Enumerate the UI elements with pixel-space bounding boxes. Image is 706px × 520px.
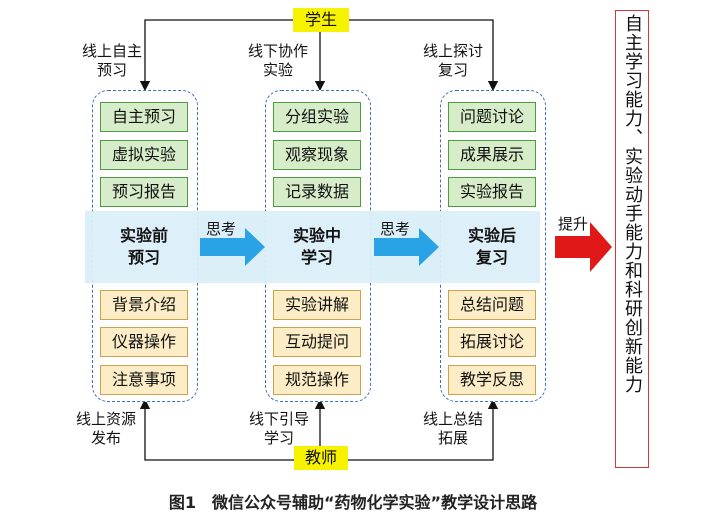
activity-box: 互动提问 <box>273 327 361 357</box>
activity-box: 分组实验 <box>273 102 361 132</box>
teacher-connector-left <box>139 398 294 461</box>
activity-box: 仪器操作 <box>100 327 188 357</box>
think-label-1: 思考 <box>206 220 237 238</box>
activity-box: 教学反思 <box>448 365 536 395</box>
figure-caption: 图1 微信公众号辅助“药物化学实验”教学设计思路 <box>168 493 538 512</box>
top-label-1: 线上自主预习 <box>81 42 142 79</box>
activity-box: 拓展讨论 <box>448 327 536 357</box>
student-connector <box>139 19 293 92</box>
improve-label: 提升 <box>558 215 589 233</box>
activity-box: 预习报告 <box>100 177 188 207</box>
activity-box: 自主预习 <box>100 102 188 132</box>
activity-box: 记录数据 <box>273 177 361 207</box>
activity-box: 总结问题 <box>448 290 536 320</box>
bottom-label-3: 线上总结拓展 <box>422 410 483 447</box>
stage-band-overlay <box>85 211 540 283</box>
activity-box: 实验报告 <box>448 177 536 207</box>
student-connector-right <box>349 19 499 92</box>
result-text: 自主学习能力、实验动手能力和科研创新能力 <box>622 14 643 394</box>
bottom-label-2: 线下引导学习 <box>248 410 309 447</box>
top-label-3: 线上探讨复习 <box>422 42 483 79</box>
think-arrow-1 <box>200 228 265 266</box>
think-label-2: 思考 <box>380 220 411 238</box>
activity-box: 实验讲解 <box>273 290 361 320</box>
think-arrow-2 <box>374 228 439 266</box>
top-label-2: 线下协作实验 <box>247 42 308 79</box>
activity-box: 成果展示 <box>448 140 536 170</box>
stage-label-3: 实验后复习 <box>467 226 516 267</box>
improve-arrow <box>555 222 612 272</box>
student-label: 学生 <box>293 8 349 32</box>
bottom-label-1: 线上资源发布 <box>75 410 136 447</box>
activity-box: 注意事项 <box>100 365 188 395</box>
result-box: 自主学习能力、实验动手能力和科研创新能力 <box>615 10 649 468</box>
teacher-label: 教师 <box>294 446 348 470</box>
stage-label-1: 实验前预习 <box>119 226 168 267</box>
activity-box: 背景介绍 <box>100 290 188 320</box>
teacher-connector-right <box>348 398 499 461</box>
activity-box: 问题讨论 <box>448 102 536 132</box>
activity-box: 观察现象 <box>273 140 361 170</box>
activity-box: 规范操作 <box>273 365 361 395</box>
stage-label-2: 实验中学习 <box>292 226 341 267</box>
activity-box: 虚拟实验 <box>100 140 188 170</box>
